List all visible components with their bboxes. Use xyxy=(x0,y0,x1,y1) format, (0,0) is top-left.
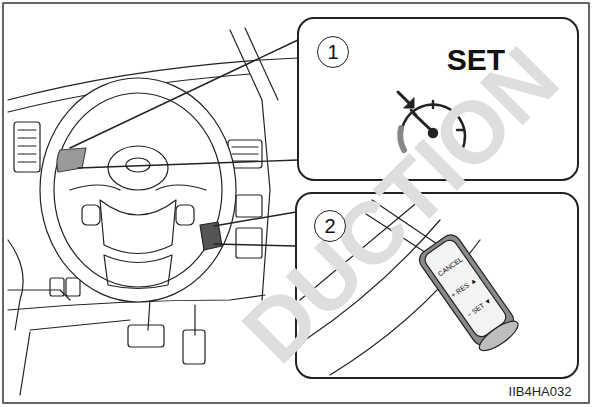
leader-line xyxy=(70,40,298,246)
frame xyxy=(3,3,589,403)
callout-number-text: 2 xyxy=(324,216,335,236)
steering-wheel xyxy=(40,78,236,302)
callout-number: 1 xyxy=(317,36,349,68)
callout-number: 2 xyxy=(314,210,346,242)
label: SET xyxy=(447,45,505,75)
callout-number-text: 1 xyxy=(327,42,338,62)
pedals xyxy=(128,300,205,364)
figure-code: IIB4HA032 xyxy=(509,385,572,398)
